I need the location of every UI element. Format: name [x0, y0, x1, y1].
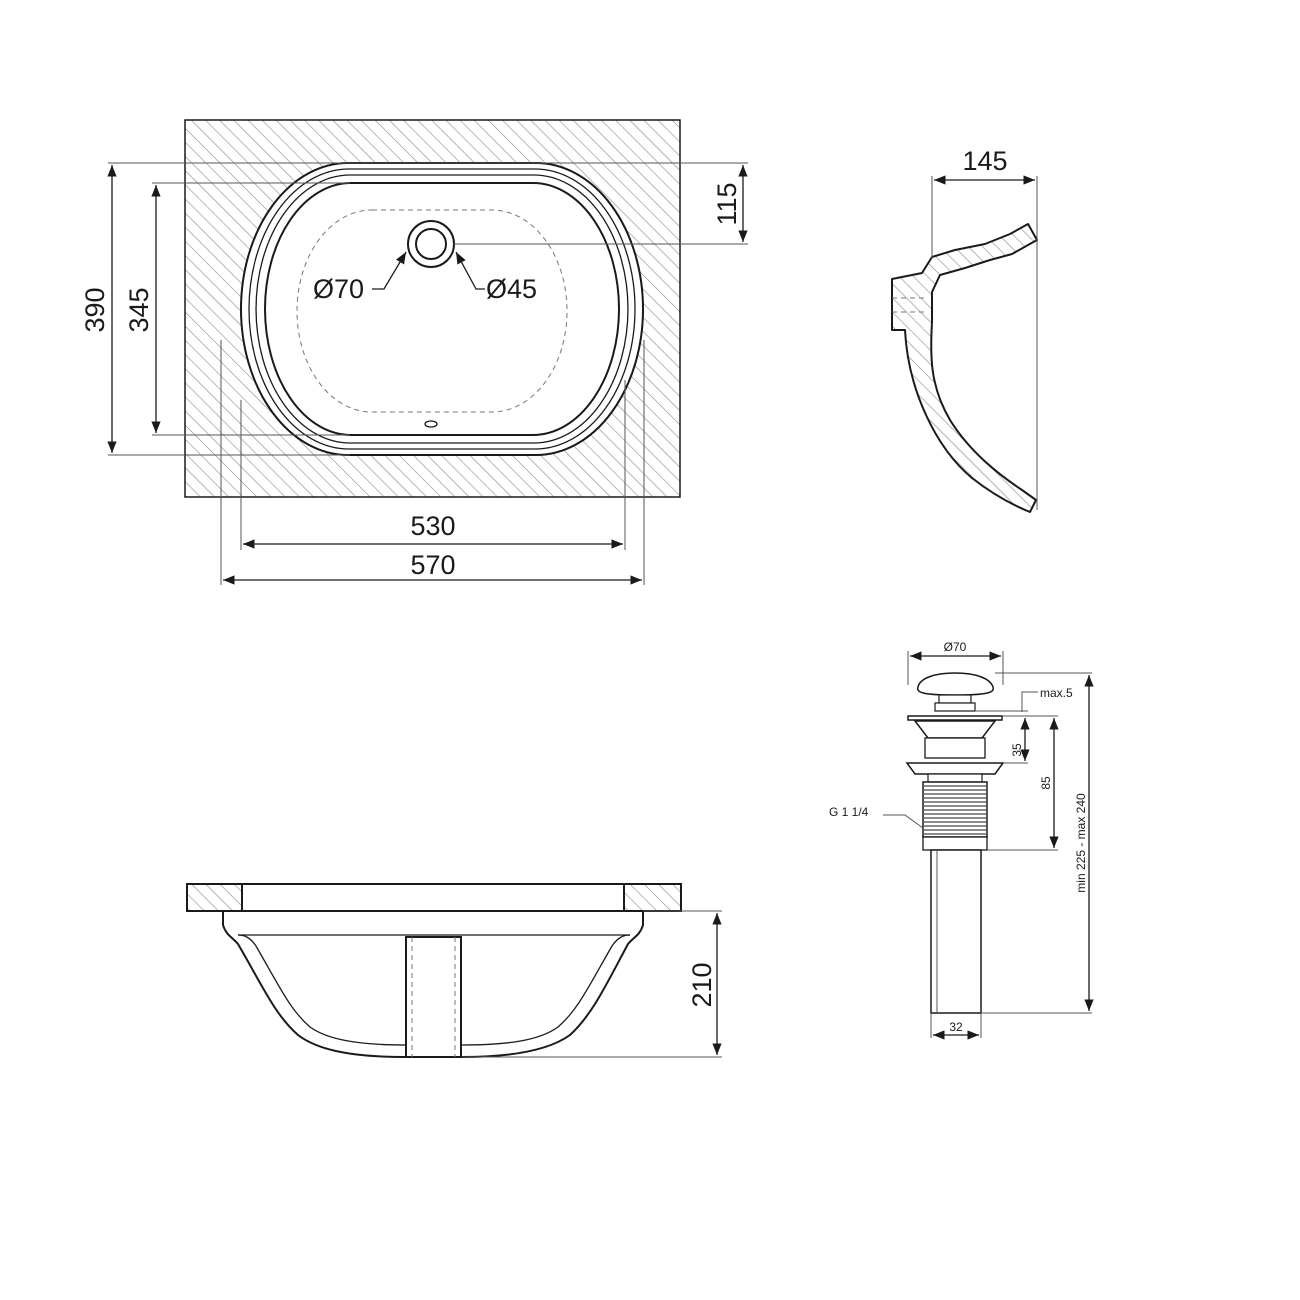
tap-hole-outer — [407, 220, 455, 268]
dim-width-inner: 530 — [410, 511, 455, 541]
dim-tap-offset: 115 — [712, 182, 742, 225]
dim-tap-inner-dia: Ø45 — [486, 274, 537, 304]
dim-basin-height: 210 — [687, 962, 717, 1007]
countertop-right — [623, 883, 682, 912]
bowl-dashed-outline — [296, 209, 568, 413]
basin-rim-4 — [264, 182, 620, 436]
dim-tap-outer-dia: Ø70 — [313, 274, 364, 304]
drain-pipe-dia: 32 — [949, 1020, 963, 1034]
drain-max-gap: max.5 — [1040, 686, 1073, 700]
drain-threaded-body — [922, 781, 988, 838]
countertop-left — [186, 883, 243, 912]
basin-rim-outer — [240, 162, 644, 456]
tap-hole-inner — [415, 228, 447, 260]
drain-cap — [916, 672, 994, 696]
drain-thread: G 1 1/4 — [829, 805, 869, 819]
countertop-hatched — [184, 119, 681, 498]
drain-pipe-front — [405, 936, 462, 1058]
drain-cap-dia: Ø70 — [944, 640, 967, 654]
basin-cross-section — [891, 223, 1038, 513]
drain-flange — [907, 715, 1003, 721]
drain-length-range: min 225 - max 240 — [1074, 793, 1088, 893]
drain-tail-pipe — [930, 849, 982, 1014]
basin-rim-3 — [255, 174, 629, 444]
drain-dim-85: 85 — [1039, 776, 1053, 790]
dim-depth-outer: 390 — [80, 287, 110, 332]
drain-nut — [905, 762, 1005, 775]
basin-rim-2 — [248, 168, 636, 450]
drain-hole — [424, 420, 438, 428]
side-section: 145 — [891, 146, 1038, 513]
front-view: 210 — [186, 883, 722, 1058]
top-view: 390 345 115 Ø70 Ø45 530 570 — [80, 119, 748, 585]
drain-assembly: Ø70 max.5 35 85 min 225 - max 240 G 1 1/… — [829, 640, 1094, 1040]
dim-width-outer: 570 — [410, 550, 455, 580]
dim-depth-inner: 345 — [124, 287, 154, 332]
dim-section-depth: 145 — [962, 146, 1007, 176]
drain-dim-35: 35 — [1010, 743, 1024, 757]
